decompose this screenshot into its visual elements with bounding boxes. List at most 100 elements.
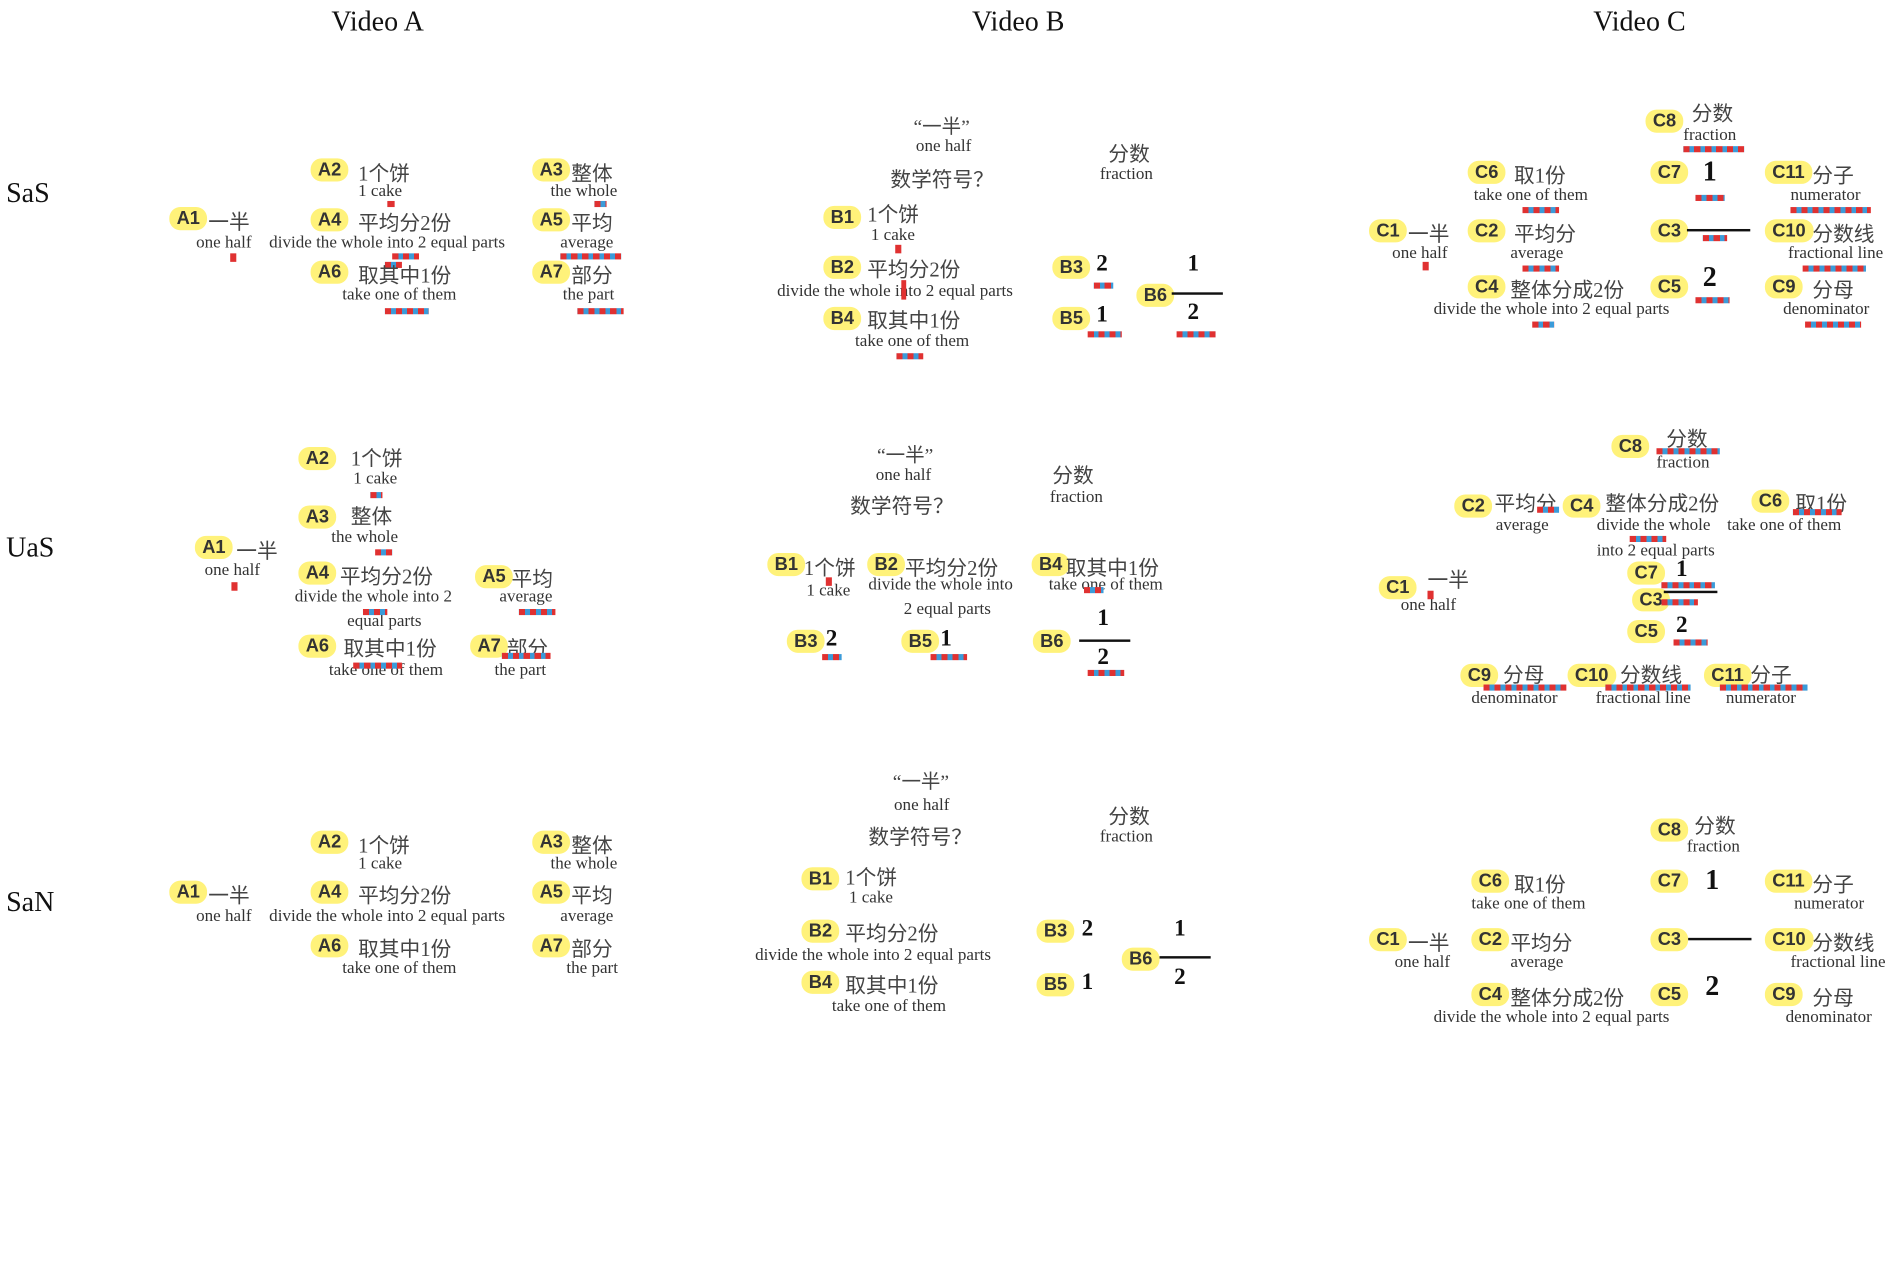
a7-english: the part bbox=[562, 286, 615, 305]
gaze-mark bbox=[822, 654, 842, 661]
b-fenshu: 分数 bbox=[1108, 805, 1150, 829]
c8-english: fraction bbox=[1686, 837, 1740, 857]
a4-chinese: 平均分2份 bbox=[339, 565, 433, 589]
label-c10: C10 bbox=[1567, 663, 1616, 687]
label-c11: C11 bbox=[1764, 160, 1813, 184]
c1-chinese: 一半 bbox=[1408, 222, 1450, 247]
label-a5: A5 bbox=[532, 880, 571, 904]
gaze-mark bbox=[384, 261, 402, 268]
label-b6: B6 bbox=[1121, 947, 1160, 971]
label-c2: C2 bbox=[1467, 219, 1506, 243]
b3-value: 2 bbox=[1096, 250, 1108, 277]
a2-english: 1 cake bbox=[358, 182, 403, 201]
gaze-mark bbox=[560, 253, 622, 260]
label-a2: A2 bbox=[298, 447, 337, 471]
label-b2: B2 bbox=[823, 255, 862, 279]
label-c1: C1 bbox=[1378, 576, 1417, 600]
label-a4: A4 bbox=[310, 880, 349, 904]
a2-chinese: 1个饼 bbox=[358, 161, 410, 186]
b1-english: 1 cake bbox=[870, 226, 915, 245]
gaze-mark bbox=[896, 353, 924, 360]
a6-english: take one of them bbox=[342, 959, 457, 979]
a6-chinese: 取其中1份 bbox=[358, 937, 452, 962]
c11-english: numerator bbox=[1725, 689, 1796, 708]
gaze-mark bbox=[1093, 282, 1114, 289]
b-one-half: one half bbox=[894, 796, 950, 815]
c5-value: 2 bbox=[1702, 261, 1717, 293]
label-c8: C8 bbox=[1611, 434, 1650, 458]
a4-english: divide the whole into 2 equal parts bbox=[269, 233, 506, 253]
gaze-mark bbox=[1673, 639, 1708, 646]
a4-chinese: 平均分2份 bbox=[358, 884, 452, 908]
c9-chinese: 分母 bbox=[1503, 663, 1545, 687]
b6-numerator: 1 bbox=[1174, 915, 1186, 942]
gaze-mark bbox=[501, 652, 551, 659]
c11-chinese: 分子 bbox=[1750, 663, 1792, 687]
c11-chinese: 分子 bbox=[1812, 164, 1854, 188]
a7-english: the part bbox=[566, 959, 618, 979]
a2-english: 1 cake bbox=[358, 855, 403, 874]
gaze-mark bbox=[1532, 321, 1555, 328]
c1-english: one half bbox=[1394, 953, 1451, 972]
c10-chinese: 分数线 bbox=[1619, 663, 1683, 687]
b-fraction: fraction bbox=[1099, 828, 1153, 847]
label-c6: C6 bbox=[1467, 160, 1506, 184]
label-c6: C6 bbox=[1751, 489, 1790, 513]
c4-chinese: 整体分成2份 bbox=[1605, 492, 1720, 516]
a5-english: average bbox=[560, 233, 614, 253]
b6-denominator: 2 bbox=[1174, 964, 1186, 991]
a6-chinese: 取其中1份 bbox=[343, 637, 437, 661]
label-b5: B5 bbox=[1036, 973, 1075, 997]
gaze-mark bbox=[1719, 684, 1808, 691]
b5-value: 1 bbox=[1081, 969, 1094, 996]
gaze-mark bbox=[1805, 321, 1862, 328]
label-a5: A5 bbox=[475, 565, 514, 589]
a5-chinese: 平均 bbox=[511, 567, 553, 591]
label-a4: A4 bbox=[310, 208, 349, 232]
a4-english: divide the whole into 2 equal parts bbox=[269, 907, 506, 926]
label-c4: C4 bbox=[1471, 982, 1510, 1007]
c8-english: fraction bbox=[1683, 126, 1737, 145]
c6-chinese: 取1份 bbox=[1513, 873, 1566, 897]
c10-english: fractional line bbox=[1595, 689, 1691, 708]
b4-chinese: 取其中1份 bbox=[845, 974, 939, 998]
c10-chinese: 分数线 bbox=[1812, 931, 1875, 955]
label-b6: B6 bbox=[1136, 283, 1175, 307]
a3-english: the whole bbox=[331, 528, 399, 547]
label-c10: C10 bbox=[1764, 219, 1814, 243]
c4-english: divide the whole into 2 equal parts bbox=[1433, 300, 1670, 320]
b4-english: take one of them bbox=[831, 997, 947, 1016]
label-b1: B1 bbox=[801, 867, 840, 891]
b6-denominator: 2 bbox=[1097, 644, 1109, 670]
b2-chinese: 平均分2份 bbox=[904, 556, 999, 580]
gaze-mark bbox=[1683, 146, 1745, 153]
label-b6: B6 bbox=[1032, 629, 1071, 653]
gaze-mark bbox=[392, 253, 419, 260]
label-b1: B1 bbox=[823, 205, 862, 229]
label-c5: C5 bbox=[1650, 275, 1689, 299]
b3-value: 2 bbox=[825, 626, 838, 652]
b2-english-line2: 2 equal parts bbox=[903, 600, 991, 619]
b-math-symbol: 数学符号？ bbox=[850, 494, 954, 518]
b4-english: take one of them bbox=[1048, 576, 1163, 595]
c1-english: one half bbox=[1400, 596, 1457, 616]
a1-english: one half bbox=[196, 233, 252, 253]
a5-english: average bbox=[499, 588, 553, 607]
label-c7: C7 bbox=[1627, 561, 1666, 585]
label-b4: B4 bbox=[1031, 552, 1070, 577]
b4-chinese: 取其中1份 bbox=[867, 309, 961, 333]
b1-chinese: 1个饼 bbox=[845, 865, 898, 890]
label-c5: C5 bbox=[1627, 619, 1666, 644]
label-c4: C4 bbox=[1562, 494, 1601, 518]
gaze-mark bbox=[1790, 207, 1871, 214]
a3-chinese: 整体 bbox=[350, 505, 393, 529]
gaze-mark bbox=[1656, 448, 1720, 455]
c4-english-line1: divide the whole bbox=[1596, 516, 1711, 535]
a3-english: the whole bbox=[550, 182, 618, 201]
b1-english: 1 cake bbox=[806, 582, 851, 601]
c6-english: take one of them bbox=[1471, 895, 1586, 914]
c5-value: 2 bbox=[1675, 612, 1688, 639]
label-a2: A2 bbox=[310, 830, 349, 854]
b-fraction: fraction bbox=[1049, 488, 1103, 507]
